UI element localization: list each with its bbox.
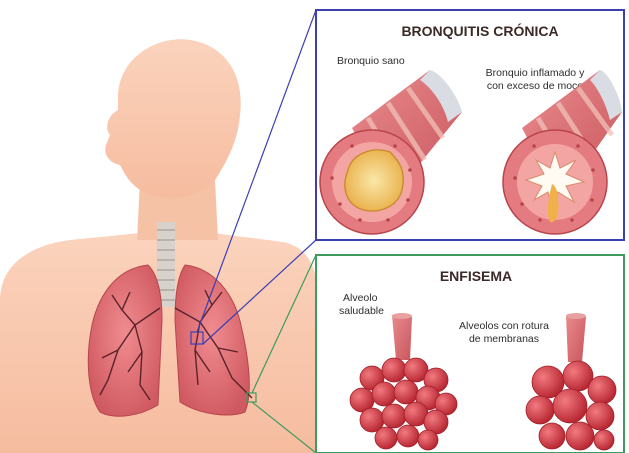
enfisema-panel: ENFISEMA Alveolo saludable Alveolos con …	[316, 255, 624, 453]
damaged-alveoli-label-line1: Alveolos con rotura	[459, 320, 549, 332]
bronquitis-title: BRONQUITIS CRÓNICA	[401, 22, 558, 39]
healthy-bronchus-label: Bronquio sano	[337, 55, 405, 67]
healthy-alveolus-label-line1: Alveolo	[343, 292, 378, 304]
damaged-alveoli-label-line2: de membranas	[469, 333, 539, 345]
enfisema-title: ENFISEMA	[440, 268, 512, 284]
inflamed-bronchus-label-line1: Bronquio inflamado y	[486, 67, 585, 79]
healthy-alveolus-label-line2: saludable	[339, 305, 384, 317]
inflamed-bronchus-label-line2: con exceso de moco	[487, 80, 583, 92]
bronquitis-panel: BRONQUITIS CRÓNICA Bronquio sano Bronqui…	[316, 10, 624, 240]
